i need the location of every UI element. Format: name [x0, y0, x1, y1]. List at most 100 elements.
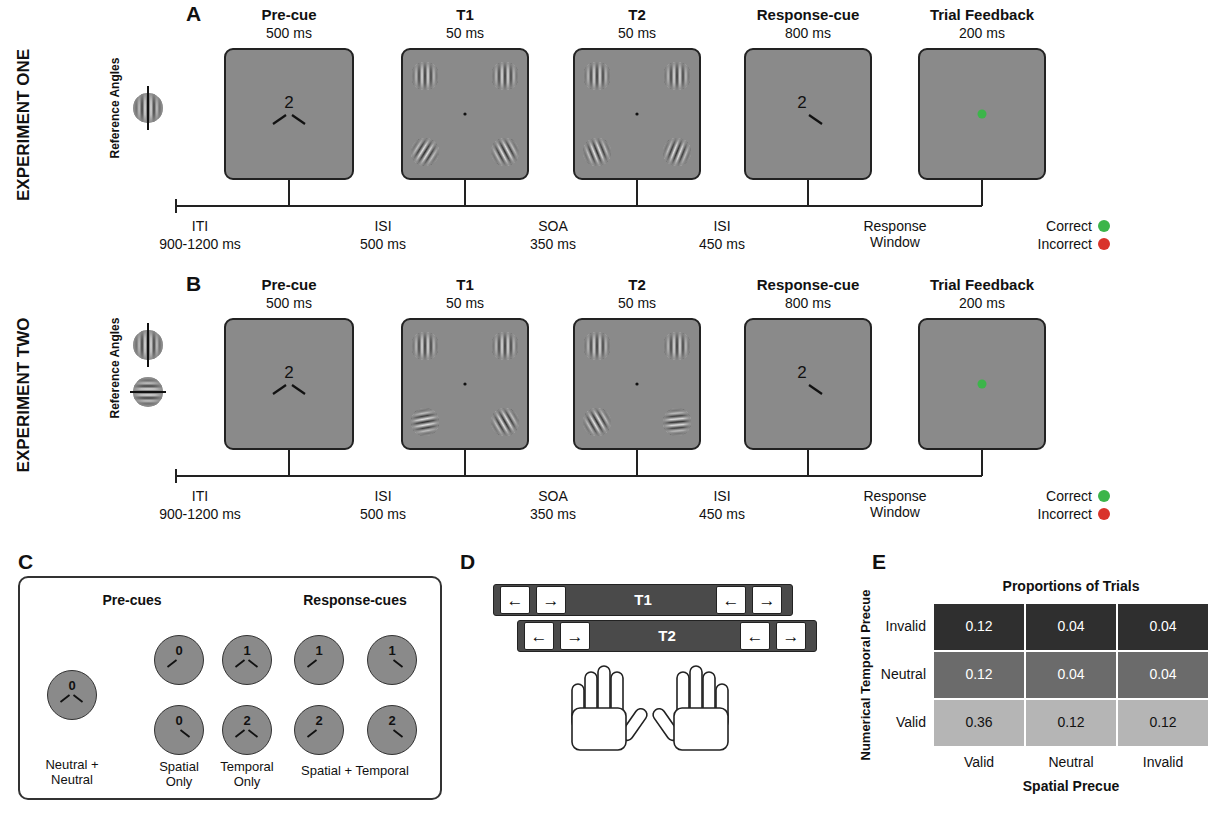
arrow-key-label: → — [759, 592, 776, 609]
gabor-patch — [406, 133, 445, 172]
duration-label: 50 ms — [446, 295, 484, 311]
display-screen: T250 ms — [573, 48, 701, 180]
cue-line — [249, 730, 258, 737]
timing-label: Response Window — [855, 488, 935, 520]
grating-fade — [486, 133, 524, 171]
cue-symbol: 2 — [222, 705, 272, 755]
grating-fade — [411, 332, 439, 360]
screen-title: T2 — [628, 6, 646, 23]
display-screen: Trial Feedback200 ms — [918, 318, 1046, 450]
cue-number: 2 — [284, 364, 293, 381]
gabor-patch — [491, 332, 519, 360]
cue-line — [74, 695, 83, 702]
grating-fade — [578, 403, 616, 441]
timing-label: Response Window — [855, 218, 935, 250]
timing-label: ISI — [713, 218, 730, 234]
duration-label: 800 ms — [785, 295, 831, 311]
cue-type-label: Temporal Only — [214, 760, 280, 790]
grating — [491, 62, 519, 90]
cue-symbol: 1 — [222, 635, 272, 685]
palm — [674, 708, 728, 750]
cue-symbol: 0 — [154, 635, 204, 685]
cue-line — [249, 660, 258, 667]
cue-number: 2 — [388, 714, 395, 727]
arrow-key-label: ← — [723, 592, 740, 609]
cue-line — [308, 660, 317, 667]
grating-fade — [663, 332, 691, 360]
arrow-key-label: → — [567, 628, 584, 645]
screen-contents — [575, 320, 699, 448]
response-key: ← — [524, 622, 554, 650]
cue-line — [308, 730, 317, 737]
fixation-dot — [635, 112, 638, 115]
grating-fade — [491, 62, 519, 90]
legend-row: Incorrect — [942, 236, 1110, 252]
cue-number: 2 — [243, 714, 250, 727]
hand-illustration — [651, 666, 728, 750]
duration-label: 500 ms — [266, 25, 312, 41]
axis-label: Numerical Temporal Precue — [859, 590, 874, 761]
experiment-label: EXPERIMENT ONE — [14, 49, 34, 201]
grating-fade — [409, 406, 441, 438]
screen-title: Response-cue — [757, 6, 860, 23]
table-cell: 0.04 — [1057, 666, 1084, 682]
table-cell: 0.12 — [1149, 714, 1176, 730]
timing-label: 500 ms — [360, 506, 406, 522]
timing-label: 350 ms — [530, 236, 576, 252]
response-key: ← — [500, 586, 530, 614]
screen-title: T1 — [456, 276, 474, 293]
timing-label: 900-1200 ms — [159, 236, 241, 252]
group-heading: Pre-cues — [102, 592, 161, 608]
table-title: Spatial Precue — [1023, 778, 1120, 794]
gabor-patch — [411, 332, 439, 360]
grating-fade — [663, 62, 691, 90]
timeline — [176, 450, 982, 483]
timing-label: ISI — [374, 488, 391, 504]
cue-symbol: 0 — [47, 670, 97, 720]
cue-line — [394, 730, 403, 737]
cue-line — [236, 730, 245, 737]
table-cell: 0.04 — [1149, 666, 1176, 682]
hand-illustration — [572, 666, 649, 750]
table-cell: 0.12 — [1057, 714, 1084, 730]
table-grid — [934, 604, 1208, 746]
screen-contents — [226, 320, 352, 448]
grating-fade — [583, 62, 611, 90]
cue-line — [236, 660, 245, 667]
cue-number: 1 — [243, 644, 250, 657]
cue-number: 2 — [797, 364, 806, 381]
panel-letter: E — [872, 550, 886, 574]
timing-label: 450 ms — [699, 236, 745, 252]
gabor-patch — [409, 406, 441, 438]
gabor-patch — [486, 403, 524, 441]
key-row: T1←→←→ — [493, 584, 793, 616]
timing-label: ITI — [192, 488, 208, 504]
response-key: ← — [740, 622, 770, 650]
duration-label: 800 ms — [785, 25, 831, 41]
arrow-key-label: → — [783, 628, 800, 645]
cue-number: 2 — [315, 714, 322, 727]
axis-label: Reference Angles — [109, 318, 123, 419]
display-screen: T150 ms — [401, 318, 529, 450]
table-title: Proportions of Trials — [1003, 578, 1140, 594]
cue-symbol: 1 — [294, 635, 344, 685]
axis-label: Reference Angles — [109, 58, 123, 159]
cue-symbol: 0 — [154, 705, 204, 755]
axis-label: Neutral — [1048, 754, 1093, 770]
timing-label: 350 ms — [530, 506, 576, 522]
response-key: ← — [716, 586, 746, 614]
grating — [583, 62, 611, 90]
gabor-patch — [579, 134, 615, 170]
grating — [663, 62, 691, 90]
table-cell-bg — [1118, 604, 1208, 650]
axis-label: Valid — [896, 714, 926, 730]
target-label: T2 — [658, 627, 676, 644]
feedback-dot — [978, 380, 987, 389]
timing-label: 500 ms — [360, 236, 406, 252]
arrow-key-label: ← — [507, 592, 524, 609]
group-heading: Response-cues — [303, 592, 406, 608]
cue-line — [273, 115, 286, 124]
legend-swatch — [1098, 490, 1110, 502]
gabor-patch — [663, 62, 691, 90]
arrow-key-label: ← — [531, 628, 548, 645]
